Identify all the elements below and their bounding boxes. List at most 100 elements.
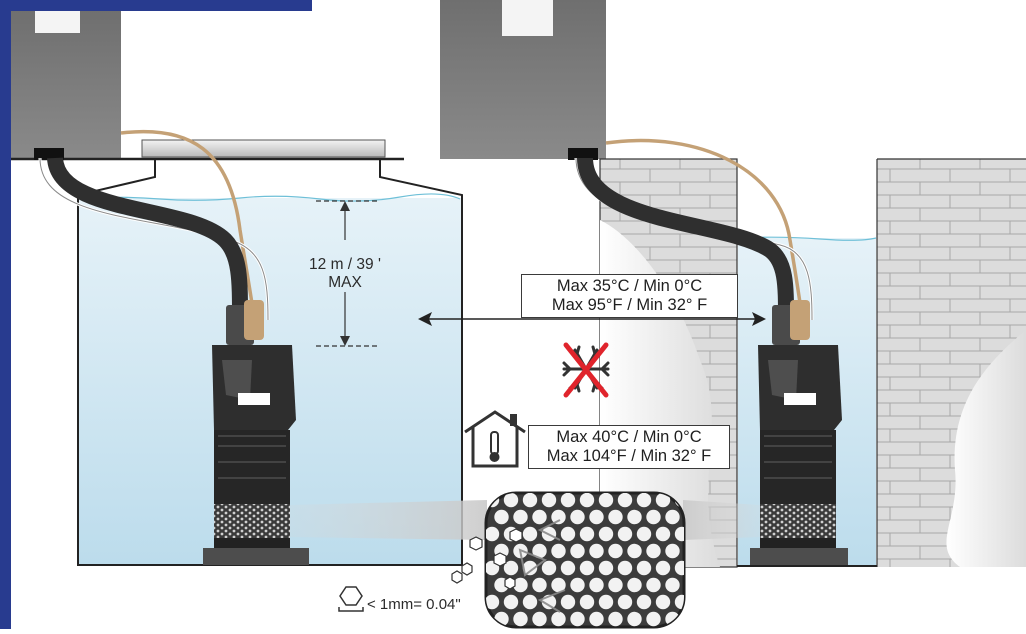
left-pump [203,300,309,565]
strainer-hole [494,509,509,525]
strainer-hole [522,493,538,508]
strainer-hole [636,493,652,508]
right-filter-beam [683,500,760,540]
strainer-hole [598,560,614,576]
strainer-hole [608,577,623,593]
left-outlet-fitting [34,148,64,160]
strainer-hole [589,543,604,559]
strainer-hole [674,560,684,576]
strainer-hole [513,509,528,525]
strainer-hole [570,543,585,559]
strainer-hole [646,611,661,627]
strainer-hole [655,594,671,610]
right-pump [750,300,848,565]
strainer-hole [617,560,633,576]
strainer-hole [560,594,576,610]
house-thermometer-icon [464,410,526,468]
strainer-hole [589,509,604,525]
strainer-hole [560,493,576,508]
max-depth-dimension [316,200,378,347]
strainer-hole [646,509,661,525]
strainer-hole [608,543,623,559]
ambient-temp-fahrenheit: Max 104°F / Min 32° F [546,447,712,465]
water-temperature-box: Max 35°C / Min 0°C Max 95°F / Min 32° F [521,274,738,318]
strainer-hole [541,493,557,508]
max-depth-suffix: MAX [328,274,362,291]
strainer-hole [655,560,671,576]
strainer-hole [486,594,500,610]
strainer-hole [503,493,519,508]
strainer-hole [541,560,557,576]
strainer-hole [627,577,642,593]
strainer-hole [551,509,566,525]
strainer-hole [655,526,671,542]
strainer-hole [617,493,633,508]
water-temperature-arrow [418,312,766,326]
ambient-temp-celsius: Max 40°C / Min 0°C [556,428,702,446]
strainer-hole [627,611,642,627]
max-depth-value: 12 m / 39 ' [309,256,381,273]
strainer-hole [532,611,547,627]
strainer-hole [684,612,698,626]
ambient-temperature-box: Max 40°C / Min 0°C Max 104°F / Min 32° F [528,425,730,469]
water-temp-celsius: Max 35°C / Min 0°C [556,277,703,295]
water-temp-fahrenheit: Max 95°F / Min 32° F [551,296,708,314]
strainer-hole [636,560,652,576]
strainer-hole [598,594,614,610]
strainer-hole [636,526,652,542]
strainer-hole [636,594,652,610]
strainer-hole [627,509,642,525]
strainer-hole [608,611,623,627]
right-building-block [440,0,606,159]
strainer-hole [665,543,680,559]
strainer-hole [579,560,595,576]
strainer-hole [503,594,519,610]
strainer-hole [589,577,604,593]
strainer-hole [551,543,566,559]
strainer-hole [522,594,538,610]
strainer-hole [608,509,623,525]
strainer-hole [674,594,684,610]
left-power-cable [120,129,257,326]
strainer-hole [522,526,538,542]
strainer-hole [532,543,547,559]
right-outlet-fitting [568,148,598,160]
strainer-hole [513,577,528,593]
strainer-hole [579,526,595,542]
strainer-hole [617,594,633,610]
right-discharge-hose [577,157,794,319]
strainer-hole [655,493,671,508]
right-brick-wall [876,158,1026,567]
strainer-hole [589,611,604,627]
brand-accent-bars [0,0,312,629]
strainer-hole [646,577,661,593]
particles [451,528,523,590]
particle-size-icon [338,586,364,612]
strainer-hole [551,577,566,593]
strainer-hole [560,560,576,576]
strainer-hole [684,578,698,592]
strainer-hole [532,577,547,593]
right-power-cable [605,138,805,326]
strainer-hole [627,543,642,559]
max-depth-label: 12 m / 39 ' MAX [298,256,392,292]
strainer-hole [665,509,680,525]
no-frost-icon [562,342,610,398]
strainer-hole [646,543,661,559]
strainer-hole [513,611,528,627]
strainer-hole [522,560,538,576]
strainer-hole [570,611,585,627]
strainer-hole [665,577,680,593]
left-filter-beam [290,500,487,540]
strainer-hole [551,611,566,627]
strainer-hole [617,526,633,542]
left-discharge-hose [47,156,248,319]
strainer-hole [486,526,500,542]
strainer-hole [674,526,684,542]
strainer-hole [532,509,547,525]
strainer-hole [598,526,614,542]
strainer-hole [570,577,585,593]
strainer-hole [560,526,576,542]
